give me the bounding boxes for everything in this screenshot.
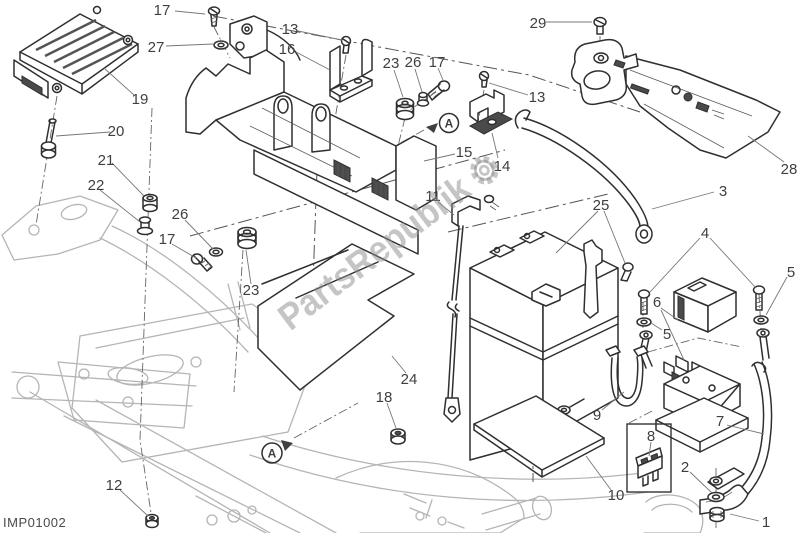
callout-8: 8 [647,428,655,445]
clamp-14-drawing [468,89,514,135]
screw-17-left-drawing [190,253,213,272]
callout-27: 27 [148,39,165,56]
callout-20: 20 [108,123,125,140]
bolt-4-left-drawing [637,289,651,315]
grommet-23-left-drawing [237,226,257,250]
washer-26-left-drawing [208,247,224,257]
fuse-drawing [635,447,663,487]
battery-strap-drawing [514,109,653,244]
callout-10: 10 [608,487,625,504]
callout-21: 21 [98,152,115,169]
nut-12-drawing [145,513,159,529]
callout-26: 26 [172,206,189,223]
callout-17: 17 [154,2,171,19]
callout-22: 22 [88,177,105,194]
ground-terminal-drawing [707,467,745,523]
bracket-25-drawing [531,239,634,319]
bushing-21-drawing [142,193,158,213]
detail-marker-a-bottom: A [261,440,293,464]
callout-3: 3 [719,183,727,200]
cover-plate-drawing [570,38,781,159]
ecu-rubber-mount-drawing [40,118,57,159]
callout-labels: 17 27 19 20 21 22 26 17 23 12 13 16 23 2… [88,2,798,531]
callout-17b: 17 [159,231,176,248]
relay-cover-drawing [673,277,737,333]
detail-a-label-bottom: A [268,447,277,461]
battery-tray-drawing [185,15,437,255]
foam-pad-lower-drawing [473,395,605,478]
washer-27-drawing [213,40,229,50]
spacer-22-drawing [136,216,154,236]
callout-1: 1 [762,514,770,531]
callout-25: 25 [593,197,610,214]
callout-28: 28 [781,161,798,178]
starter-solenoid-drawing [655,355,749,453]
battery-cable-drawing [699,361,773,515]
callout-2: 2 [681,459,689,476]
screw-17-top-drawing [207,6,221,27]
callout-24: 24 [401,371,418,388]
foam-pad-upper-drawing [257,243,415,391]
callout-29: 29 [530,15,547,32]
grommet-23-mid-drawing [395,97,415,121]
callout-23b: 23 [383,55,400,72]
callout-14: 14 [494,158,511,175]
screw-13-top-drawing [340,35,352,54]
diagram-code: IMP01002 [3,515,67,530]
detail-a-label-top: A [445,117,454,131]
detail-marker-a-top: A [426,112,460,134]
leader-lines [55,10,788,522]
callout-4: 4 [701,225,709,242]
bolt-4-right-drawing [752,285,766,311]
strap-rod-drawing [443,194,500,423]
nut-18-drawing [390,428,406,445]
ground-cable-loop-drawing [557,345,649,415]
callout-16: 16 [279,41,296,58]
callout-23: 23 [243,282,260,299]
callout-11: 11 [425,188,441,205]
spacer-26-mid-drawing [416,91,430,107]
callout-7: 7 [716,413,724,430]
callout-15: 15 [456,144,473,161]
bracket-16-drawing [329,38,373,103]
callout-5b: 5 [663,326,671,343]
ecu-unit-drawing [13,5,139,99]
callout-17c: 17 [429,54,446,71]
callout-18: 18 [376,389,393,406]
callout-5: 5 [787,264,795,281]
callout-19: 19 [132,91,149,108]
screw-29-drawing [593,16,607,35]
callout-26b: 26 [405,54,422,71]
washer-5-left-drawing [636,317,653,369]
callout-9: 9 [593,407,601,424]
callout-13: 13 [282,21,299,38]
callout-6: 6 [653,294,661,311]
fuse-box-outline [626,423,672,493]
callout-12: 12 [106,477,123,494]
callout-13b: 13 [529,89,546,106]
screw-13-right-drawing [478,70,490,88]
bolt-17-mid-drawing [427,80,451,101]
washer-5-right-drawing [753,315,770,361]
